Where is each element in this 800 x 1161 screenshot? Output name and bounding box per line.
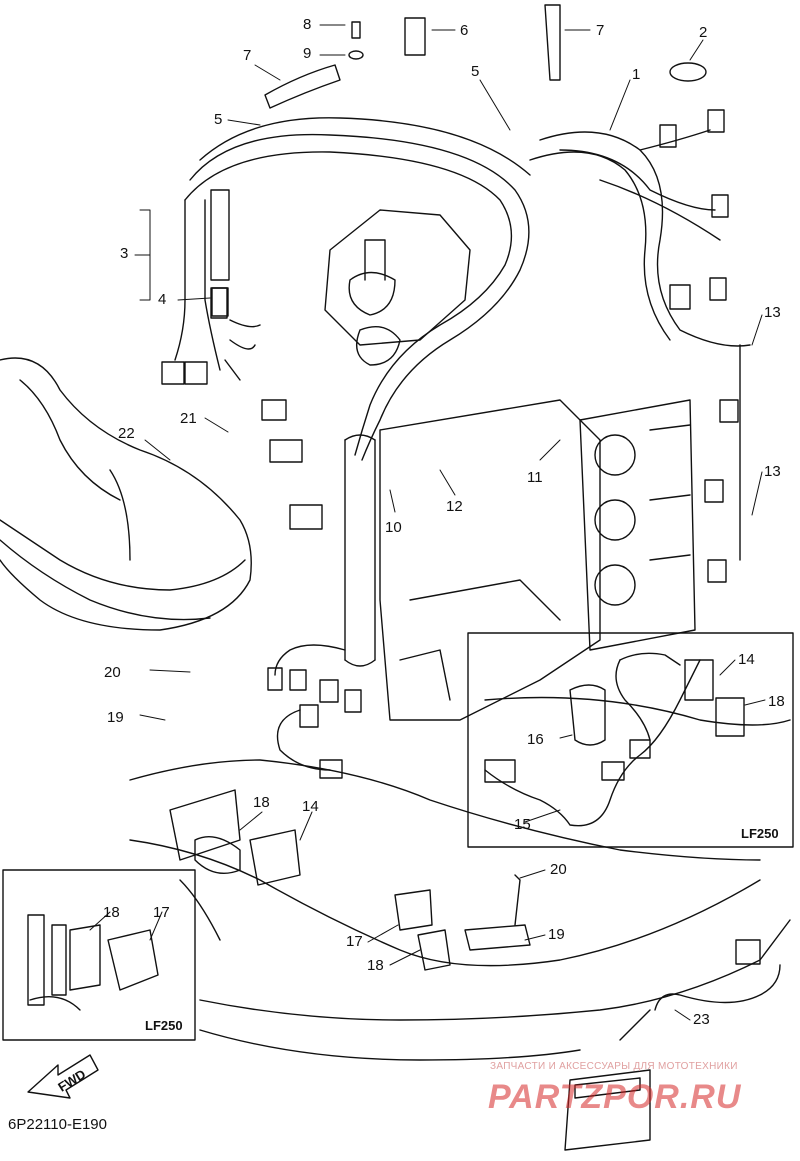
callout-6: 6: [460, 22, 469, 39]
upper-parts: [210, 4, 707, 317]
vertical-harness-tube: [344, 434, 376, 667]
connectors-left: [161, 199, 323, 530]
cylinder-head: [579, 399, 696, 651]
callout-8: 8: [303, 16, 312, 33]
callout-18: 18: [103, 904, 120, 921]
callout-17: 17: [153, 904, 170, 921]
drawing-code: 6P22110-E190: [8, 1116, 107, 1133]
callout-12: 12: [446, 498, 463, 515]
callout-15: 15: [514, 816, 531, 833]
callout-20: 20: [104, 664, 121, 681]
connectors-right: [659, 109, 741, 583]
callout-11: 11: [527, 469, 543, 486]
wire-harness-main: [184, 117, 751, 461]
callout-18: 18: [768, 693, 785, 710]
callout-13: 13: [764, 304, 781, 321]
callout-21: 21: [180, 410, 197, 427]
callout-18: 18: [367, 957, 384, 974]
callout-22: 22: [118, 425, 135, 442]
inset-box-right: [467, 632, 794, 848]
inset-label-right: LF250: [741, 826, 779, 841]
callout-3: 3: [120, 245, 129, 262]
fwd-arrow-icon: [27, 1054, 99, 1099]
callout-9: 9: [303, 45, 312, 62]
callout-23: 23: [693, 1011, 710, 1028]
callout-2: 2: [699, 24, 708, 41]
callout-17: 17: [346, 933, 363, 950]
callout-7: 7: [596, 22, 605, 39]
callout-20: 20: [550, 861, 567, 878]
leader-lines: [89, 24, 766, 1021]
watermark-logo: PARTZPOR.RU: [488, 1078, 742, 1116]
callout-13: 13: [764, 463, 781, 480]
callout-7: 7: [243, 47, 252, 64]
callout-18: 18: [253, 794, 270, 811]
inset-box-left: [2, 869, 196, 1041]
callout-19: 19: [107, 709, 124, 726]
callout-5: 5: [214, 111, 223, 128]
harness-lower: [267, 644, 362, 779]
lower-cowling-bottom: [129, 759, 791, 1061]
engine-block: [324, 209, 601, 721]
callout-4: 4: [158, 291, 167, 308]
lower-cowling-left: [0, 357, 252, 631]
callout-14: 14: [302, 798, 319, 815]
callout-1: 1: [632, 66, 641, 83]
callout-16: 16: [527, 731, 544, 748]
watermark-tagline: ЗАПЧАСТИ И АКСЕССУАРЫ ДЛЯ МОТОТЕХНИКИ: [490, 1061, 738, 1072]
callout-10: 10: [385, 519, 402, 536]
callout-5: 5: [471, 63, 480, 80]
lower-right-parts: [394, 874, 781, 1151]
inset-label-left: LF250: [145, 1018, 183, 1033]
callout-19: 19: [548, 926, 565, 943]
callout-14: 14: [738, 651, 755, 668]
